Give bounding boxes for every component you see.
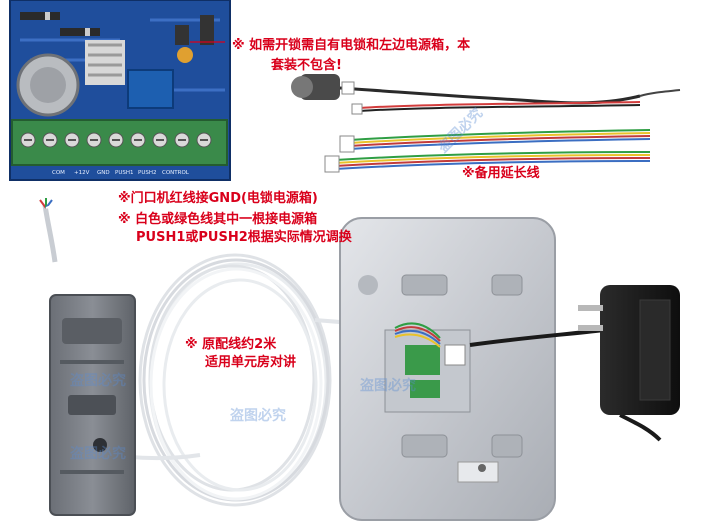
red-black-wire xyxy=(351,101,641,115)
power-adapter xyxy=(469,285,680,442)
extension-cable-2 xyxy=(324,151,651,173)
extension-cable-1 xyxy=(339,129,651,153)
terminal-label: GND xyxy=(97,170,110,176)
door-station xyxy=(49,294,136,516)
watermark: 盗图必究 xyxy=(70,373,126,389)
power-supply-board xyxy=(9,0,231,181)
white-green-note-line2: PUSH1或PUSH2根据实际情况调换 xyxy=(136,230,352,245)
spare-cable-note: ※备用延长线 xyxy=(462,166,540,181)
dc-plug-cable xyxy=(291,74,681,105)
terminal-label: COM xyxy=(52,170,65,176)
monitor-wires xyxy=(394,322,441,348)
indoor-monitor xyxy=(339,217,556,521)
cable-length-note-line2: 适用单元房对讲 xyxy=(205,355,297,370)
watermark: 盗图必究 xyxy=(360,378,416,394)
terminal-label: +12V xyxy=(74,170,90,176)
watermark: 盗图必究 xyxy=(230,408,286,424)
terminal-label: PUSH1 xyxy=(115,170,134,176)
terminal-label: CONTROL xyxy=(162,170,189,176)
red-wire-note: ※门口机红线接GND(电锁电源箱) xyxy=(118,191,318,206)
door-station-wires xyxy=(39,198,58,263)
watermark: 盗图必究 xyxy=(70,446,126,462)
terminal-label: PUSH2 xyxy=(138,170,157,176)
white-green-note-line1: ※ 白色或绿色线其中一根接电源箱 xyxy=(118,212,318,227)
lock-note-line1: ※ 如需开锁需自有电锁和左边电源箱，本 xyxy=(232,38,471,53)
cable-length-note-line1: ※ 原配线约2米 xyxy=(185,337,277,352)
lock-note-line2: 套装不包含! xyxy=(271,58,342,73)
